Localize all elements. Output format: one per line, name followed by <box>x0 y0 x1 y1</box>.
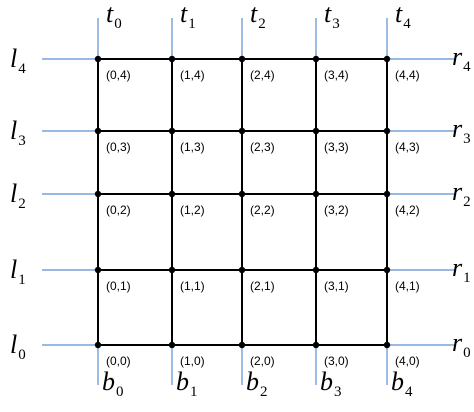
node-0-3 <box>94 127 102 135</box>
right-label-0: r0 <box>452 328 471 361</box>
node-label-4-2: (4,2) <box>395 203 420 217</box>
node-2-3 <box>238 127 246 135</box>
node-label-0-3: (0,3) <box>106 140 131 154</box>
node-label-3-1: (3,1) <box>324 279 349 293</box>
node-label-3-3: (3,3) <box>324 140 349 154</box>
node-label-2-2: (2,2) <box>250 203 275 217</box>
node-3-3 <box>312 127 320 135</box>
node-4-2 <box>383 190 391 198</box>
node-label-2-3: (2,3) <box>250 140 275 154</box>
node-3-1 <box>312 266 320 274</box>
node-label-1-4: (1,4) <box>180 68 205 82</box>
node-3-4 <box>312 55 320 63</box>
guide-lines <box>42 18 455 385</box>
node-4-4 <box>383 55 391 63</box>
right-label-2: r2 <box>452 177 471 210</box>
node-0-2 <box>94 190 102 198</box>
node-label-0-0: (0,0) <box>106 354 131 368</box>
right-label-1: r1 <box>452 253 471 286</box>
node-label-2-0: (2,0) <box>250 354 275 368</box>
node-0-4 <box>94 55 102 63</box>
node-label-3-0: (3,0) <box>324 354 349 368</box>
left-label-3: l3 <box>10 116 26 149</box>
left-label-2: l2 <box>10 179 26 212</box>
node-labels: (0,0) (1,0) (2,0) (3,0) (4,0) (0,1) (1,1) (2,1)… <box>106 68 420 368</box>
left-label-0: l0 <box>10 330 26 363</box>
node-label-4-3: (4,3) <box>395 140 420 154</box>
node-label-1-1: (1,1) <box>180 279 205 293</box>
node-label-3-2: (3,2) <box>324 203 349 217</box>
node-1-2 <box>168 190 176 198</box>
node-label-2-1: (2,1) <box>250 279 275 293</box>
node-label-4-0: (4,0) <box>395 354 420 368</box>
node-2-2 <box>238 190 246 198</box>
node-1-4 <box>168 55 176 63</box>
bottom-label-3: b3 <box>320 367 342 400</box>
grid-nodes <box>94 55 391 349</box>
node-4-3 <box>383 127 391 135</box>
node-label-2-4: (2,4) <box>250 68 275 82</box>
node-1-0 <box>168 341 176 349</box>
bottom-label-0: b0 <box>102 367 124 400</box>
node-2-1 <box>238 266 246 274</box>
left-label-4: l4 <box>10 44 26 77</box>
node-1-3 <box>168 127 176 135</box>
node-4-0 <box>383 341 391 349</box>
node-label-0-4: (0,4) <box>106 68 131 82</box>
node-2-0 <box>238 341 246 349</box>
node-label-4-4: (4,4) <box>395 68 420 82</box>
top-label-2: t2 <box>250 0 266 32</box>
bottom-label-2: b2 <box>246 367 268 400</box>
bottom-label-4: b4 <box>391 367 413 400</box>
node-3-2 <box>312 190 320 198</box>
top-label-3: t3 <box>324 0 340 32</box>
node-label-1-2: (1,2) <box>180 203 205 217</box>
node-0-1 <box>94 266 102 274</box>
top-label-1: t1 <box>180 0 196 32</box>
top-label-4: t4 <box>395 0 411 32</box>
node-label-3-4: (3,4) <box>324 68 349 82</box>
node-2-4 <box>238 55 246 63</box>
bottom-label-1: b1 <box>176 367 198 400</box>
right-label-3: r3 <box>452 114 471 147</box>
node-label-0-1: (0,1) <box>106 279 131 293</box>
node-label-1-0: (1,0) <box>180 354 205 368</box>
edge-labels: t0 t1 t2 t3 t4 b0 b1 b2 b3 b4 l0 l1 l2 l3 l4 r0 r1 r2 r3 r4 <box>10 0 471 400</box>
grid-edges <box>97 58 388 346</box>
left-label-1: l1 <box>10 255 26 288</box>
node-1-1 <box>168 266 176 274</box>
node-label-1-3: (1,3) <box>180 140 205 154</box>
top-label-0: t0 <box>106 0 122 32</box>
node-0-0 <box>94 341 102 349</box>
right-label-4: r4 <box>452 42 471 75</box>
node-label-4-1: (4,1) <box>395 279 420 293</box>
node-3-0 <box>312 341 320 349</box>
node-label-0-2: (0,2) <box>106 203 131 217</box>
node-4-1 <box>383 266 391 274</box>
